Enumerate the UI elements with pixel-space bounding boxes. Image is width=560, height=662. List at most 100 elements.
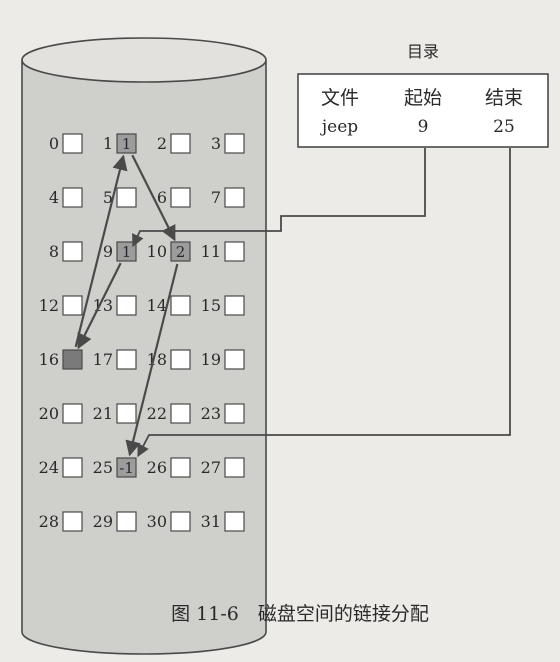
disk-block-12: 12	[39, 295, 83, 316]
block-number: 29	[93, 512, 113, 531]
disk-block-21: 21	[93, 403, 137, 424]
block-square	[224, 511, 245, 532]
disk-block-28: 28	[39, 511, 83, 532]
chain-arrow-16-to-1	[74, 154, 128, 348]
block-square	[224, 349, 245, 370]
block-square	[224, 133, 245, 154]
block-square	[62, 349, 83, 370]
block-square	[62, 133, 83, 154]
block-number: 11	[201, 242, 221, 261]
disk-block-19: 19	[201, 349, 245, 370]
block-pointer-value: -1	[119, 459, 134, 477]
directory-end-block: 25	[493, 117, 515, 137]
disk-block-4: 4	[49, 187, 83, 208]
disk-block-17: 17	[93, 349, 137, 370]
block-square	[62, 511, 83, 532]
directory-pointers	[132, 148, 511, 458]
block-number: 27	[201, 458, 221, 477]
block-square	[62, 457, 83, 478]
block-number: 22	[147, 404, 167, 423]
disk-block-2: 2	[157, 133, 191, 154]
chain-arrow-10-to-25	[125, 263, 179, 457]
block-square	[170, 187, 191, 208]
disk-block-7: 7	[211, 187, 245, 208]
block-number: 0	[49, 134, 59, 153]
block-square	[116, 349, 137, 370]
directory-title: 目录	[407, 42, 439, 61]
block-square	[170, 133, 191, 154]
block-square	[224, 403, 245, 424]
block-number: 9	[103, 242, 113, 261]
block-square	[116, 403, 137, 424]
block-number: 6	[157, 188, 167, 207]
disk-block-20: 20	[39, 403, 83, 424]
block-square	[170, 403, 191, 424]
block-square	[62, 187, 83, 208]
disk-block-0: 0	[49, 133, 83, 154]
directory-start-block: 9	[418, 117, 429, 137]
block-number: 10	[147, 242, 167, 261]
block-number: 17	[93, 350, 113, 369]
block-number: 7	[211, 188, 221, 207]
block-square	[224, 187, 245, 208]
block-number: 4	[49, 188, 59, 207]
cylinder-body	[21, 60, 267, 655]
block-square	[116, 133, 137, 154]
directory-file-name: jeep	[320, 117, 358, 137]
block-square	[224, 457, 245, 478]
disk-block-29: 29	[93, 511, 137, 532]
disk-block-30: 30	[147, 511, 191, 532]
disk-block-8: 8	[49, 241, 83, 262]
block-number: 31	[201, 512, 221, 531]
block-square	[62, 295, 83, 316]
block-square	[170, 295, 191, 316]
block-number: 23	[201, 404, 221, 423]
block-number: 16	[39, 350, 59, 369]
block-square	[224, 295, 245, 316]
disk-block-25: 25 -1	[93, 457, 137, 478]
block-square	[224, 241, 245, 262]
block-number: 28	[39, 512, 59, 531]
block-square	[170, 349, 191, 370]
block-square	[170, 511, 191, 532]
disk-block-24: 24	[39, 457, 83, 478]
disk-block-23: 23	[201, 403, 245, 424]
cylinder-top	[21, 37, 267, 83]
block-number: 30	[147, 512, 167, 531]
block-number: 15	[201, 296, 221, 315]
block-number: 8	[49, 242, 59, 261]
block-square	[62, 403, 83, 424]
block-square	[170, 457, 191, 478]
disk-block-26: 26	[147, 457, 191, 478]
disk-block-16: 16	[39, 349, 83, 370]
block-square	[170, 241, 191, 262]
disk-cylinder	[21, 37, 267, 655]
block-chain-arrows	[74, 154, 179, 457]
block-pointer-value: 1	[122, 243, 132, 261]
chain-arrow-1-to-10	[131, 154, 176, 242]
block-number: 12	[39, 296, 59, 315]
block-number: 18	[147, 350, 167, 369]
disk-block-5: 5	[103, 187, 137, 208]
directory-header-file: 文件	[321, 87, 359, 109]
disk-block-27: 27	[201, 457, 245, 478]
disk-block-31: 31	[201, 511, 245, 532]
disk-block-3: 3	[211, 133, 245, 154]
directory-box	[297, 73, 549, 148]
disk-block-14: 14	[147, 295, 191, 316]
block-number: 5	[103, 188, 113, 207]
end-pointer-line	[137, 148, 511, 458]
block-number: 25	[93, 458, 113, 477]
block-number: 3	[211, 134, 221, 153]
chain-arrow-9-to-16	[77, 262, 122, 350]
block-number: 24	[39, 458, 59, 477]
block-number: 1	[103, 134, 113, 153]
block-square	[116, 511, 137, 532]
directory: 目录 文件 起始 结束 jeep 9 25	[297, 42, 549, 148]
